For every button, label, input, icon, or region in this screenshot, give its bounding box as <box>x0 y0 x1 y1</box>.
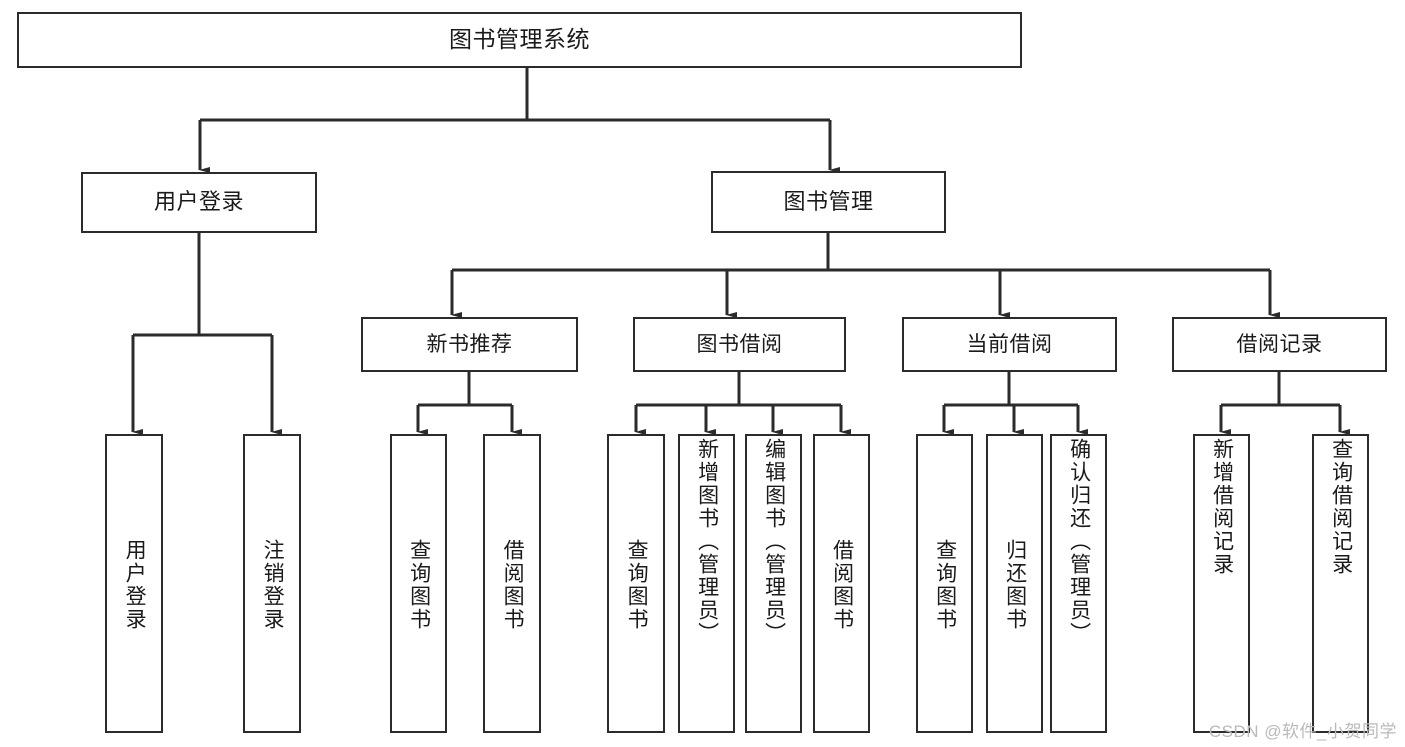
node-label-leaf-user-login: 用户登录 <box>123 538 147 631</box>
node-leaf-add-record[interactable]: 新增借阅记录 <box>1193 434 1250 733</box>
node-user-login[interactable]: 用户登录 <box>81 172 317 233</box>
node-label-leaf-edit-book: 编辑图书（管理员） <box>762 438 786 645</box>
node-leaf-query-record[interactable]: 查询借阅记录 <box>1312 434 1369 733</box>
node-leaf-borrow-book-1[interactable]: 借阅图书 <box>483 434 541 733</box>
node-label-root: 图书管理系统 <box>449 26 590 53</box>
node-current-borrow[interactable]: 当前借阅 <box>902 317 1117 372</box>
node-label-leaf-query-book-1: 查询图书 <box>407 538 431 631</box>
node-label-leaf-confirm-return: 确认归还（管理员） <box>1067 438 1091 645</box>
node-book-borrow[interactable]: 图书借阅 <box>633 317 846 372</box>
node-new-book-rec[interactable]: 新书推荐 <box>361 317 578 372</box>
node-label-leaf-add-book: 新增图书（管理员） <box>695 438 719 645</box>
node-leaf-user-login[interactable]: 用户登录 <box>105 434 163 733</box>
node-leaf-edit-book[interactable]: 编辑图书（管理员） <box>745 434 802 733</box>
node-label-leaf-query-book-2: 查询图书 <box>625 538 649 631</box>
node-label-leaf-add-record: 新增借阅记录 <box>1210 438 1234 576</box>
node-label-user-login: 用户登录 <box>153 189 244 215</box>
node-leaf-query-book-1[interactable]: 查询图书 <box>390 434 447 733</box>
node-leaf-confirm-return[interactable]: 确认归还（管理员） <box>1050 434 1107 733</box>
node-label-leaf-query-record: 查询借阅记录 <box>1329 438 1353 576</box>
node-leaf-borrow-book-2[interactable]: 借阅图书 <box>813 434 870 733</box>
node-label-borrow-record: 借阅记录 <box>1236 332 1323 356</box>
node-leaf-return-book[interactable]: 归还图书 <box>986 434 1043 733</box>
node-label-book-borrow: 图书借阅 <box>696 332 783 356</box>
node-label-leaf-user-logout: 注销登录 <box>261 538 285 631</box>
node-borrow-record[interactable]: 借阅记录 <box>1172 317 1387 372</box>
node-label-leaf-borrow-book-2: 借阅图书 <box>830 538 854 631</box>
node-leaf-query-book-3[interactable]: 查询图书 <box>916 434 973 733</box>
node-label-book-manage: 图书管理 <box>783 188 874 214</box>
node-leaf-user-logout[interactable]: 注销登录 <box>243 434 301 733</box>
node-label-leaf-return-book: 归还图书 <box>1003 538 1027 631</box>
node-label-leaf-query-book-3: 查询图书 <box>933 538 957 631</box>
node-root[interactable]: 图书管理系统 <box>17 12 1022 68</box>
node-label-leaf-borrow-book-1: 借阅图书 <box>501 538 525 631</box>
node-book-manage[interactable]: 图书管理 <box>711 171 946 233</box>
node-leaf-add-book[interactable]: 新增图书（管理员） <box>678 434 735 733</box>
node-label-new-book-rec: 新书推荐 <box>426 332 513 356</box>
node-leaf-query-book-2[interactable]: 查询图书 <box>607 434 665 733</box>
connector-paths <box>131 68 1350 435</box>
node-label-current-borrow: 当前借阅 <box>966 332 1053 356</box>
